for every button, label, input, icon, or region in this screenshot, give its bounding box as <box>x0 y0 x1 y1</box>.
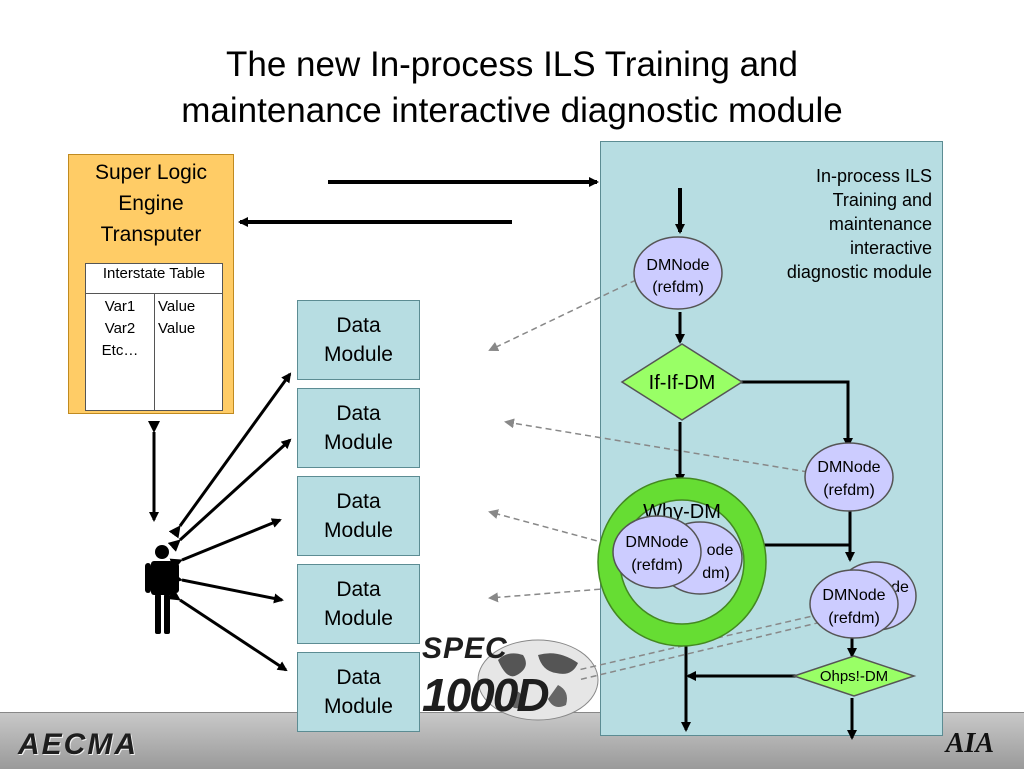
svg-text:DMNode: DMNode <box>817 459 880 476</box>
globe-logo-icon <box>477 639 599 721</box>
spec-logo-text: SPEC <box>422 632 508 665</box>
variables-column: Var1 Var2 Etc… <box>101 298 139 359</box>
arrow-person-module-4 <box>170 571 284 604</box>
spec-logo-number: 1000D <box>422 669 550 721</box>
flow-if-to-right-node <box>738 380 853 448</box>
interstate-table-header: Interstate Table <box>86 264 222 294</box>
svg-text:If-If-DM: If-If-DM <box>649 372 716 394</box>
dashed-ref-6 <box>577 619 831 681</box>
svg-text:(refdm): (refdm) <box>631 557 683 574</box>
person-icon <box>145 545 179 634</box>
panel-label: In-process ILS Training and maintenance … <box>786 166 932 282</box>
title-line-2: maintenance interactive diagnostic modul… <box>181 91 843 130</box>
dmnode-top: DMNode (refdm) <box>633 236 723 310</box>
table-divider <box>154 294 155 410</box>
svg-text:dm): dm) <box>702 565 730 582</box>
arrow-person-module-3 <box>169 518 282 570</box>
ohps-dm-decision: Ohps!-DM <box>791 655 917 697</box>
svg-text:(refdm): (refdm) <box>823 482 875 499</box>
svg-text:(refdm): (refdm) <box>828 610 880 627</box>
super-logic-engine: Super Logic Engine Transputer Interstate… <box>68 154 234 414</box>
if-if-dm-decision: If-If-DM <box>620 343 744 421</box>
dashed-ref-2 <box>504 418 809 473</box>
title-line-1: The new In-process ILS Training and <box>226 45 798 84</box>
engine-title: Super Logic Engine Transputer <box>94 161 208 246</box>
dmnode-right: DMNode (refdm) <box>804 442 894 512</box>
svg-text:Ohps!-DM: Ohps!-DM <box>820 668 888 685</box>
values-column: Value Value <box>158 298 196 337</box>
svg-text:(refdm): (refdm) <box>652 279 704 296</box>
dashed-ref-1 <box>488 279 637 352</box>
svg-text:ode: ode <box>707 542 734 559</box>
svg-text:DMNode: DMNode <box>625 534 688 551</box>
arrow-person-module-5 <box>167 588 288 672</box>
dashed-ref-3 <box>488 509 617 547</box>
aia-logo: AIA <box>945 728 994 759</box>
svg-text:DMNode: DMNode <box>822 587 885 604</box>
arrow-person-module-2 <box>167 438 292 552</box>
svg-text:DMNode: DMNode <box>646 257 709 274</box>
dmnode-pair: de DMNode (refdm) <box>809 561 917 639</box>
aecma-logo: AECMA <box>18 728 138 761</box>
why-dm-group: Why-DM ode dm) DMNode (refdm) <box>597 477 767 647</box>
dashed-ref-5 <box>577 611 831 671</box>
slide-title: The new In-process ILS Training and main… <box>0 42 1024 134</box>
arrow-person-module-1 <box>168 372 292 539</box>
